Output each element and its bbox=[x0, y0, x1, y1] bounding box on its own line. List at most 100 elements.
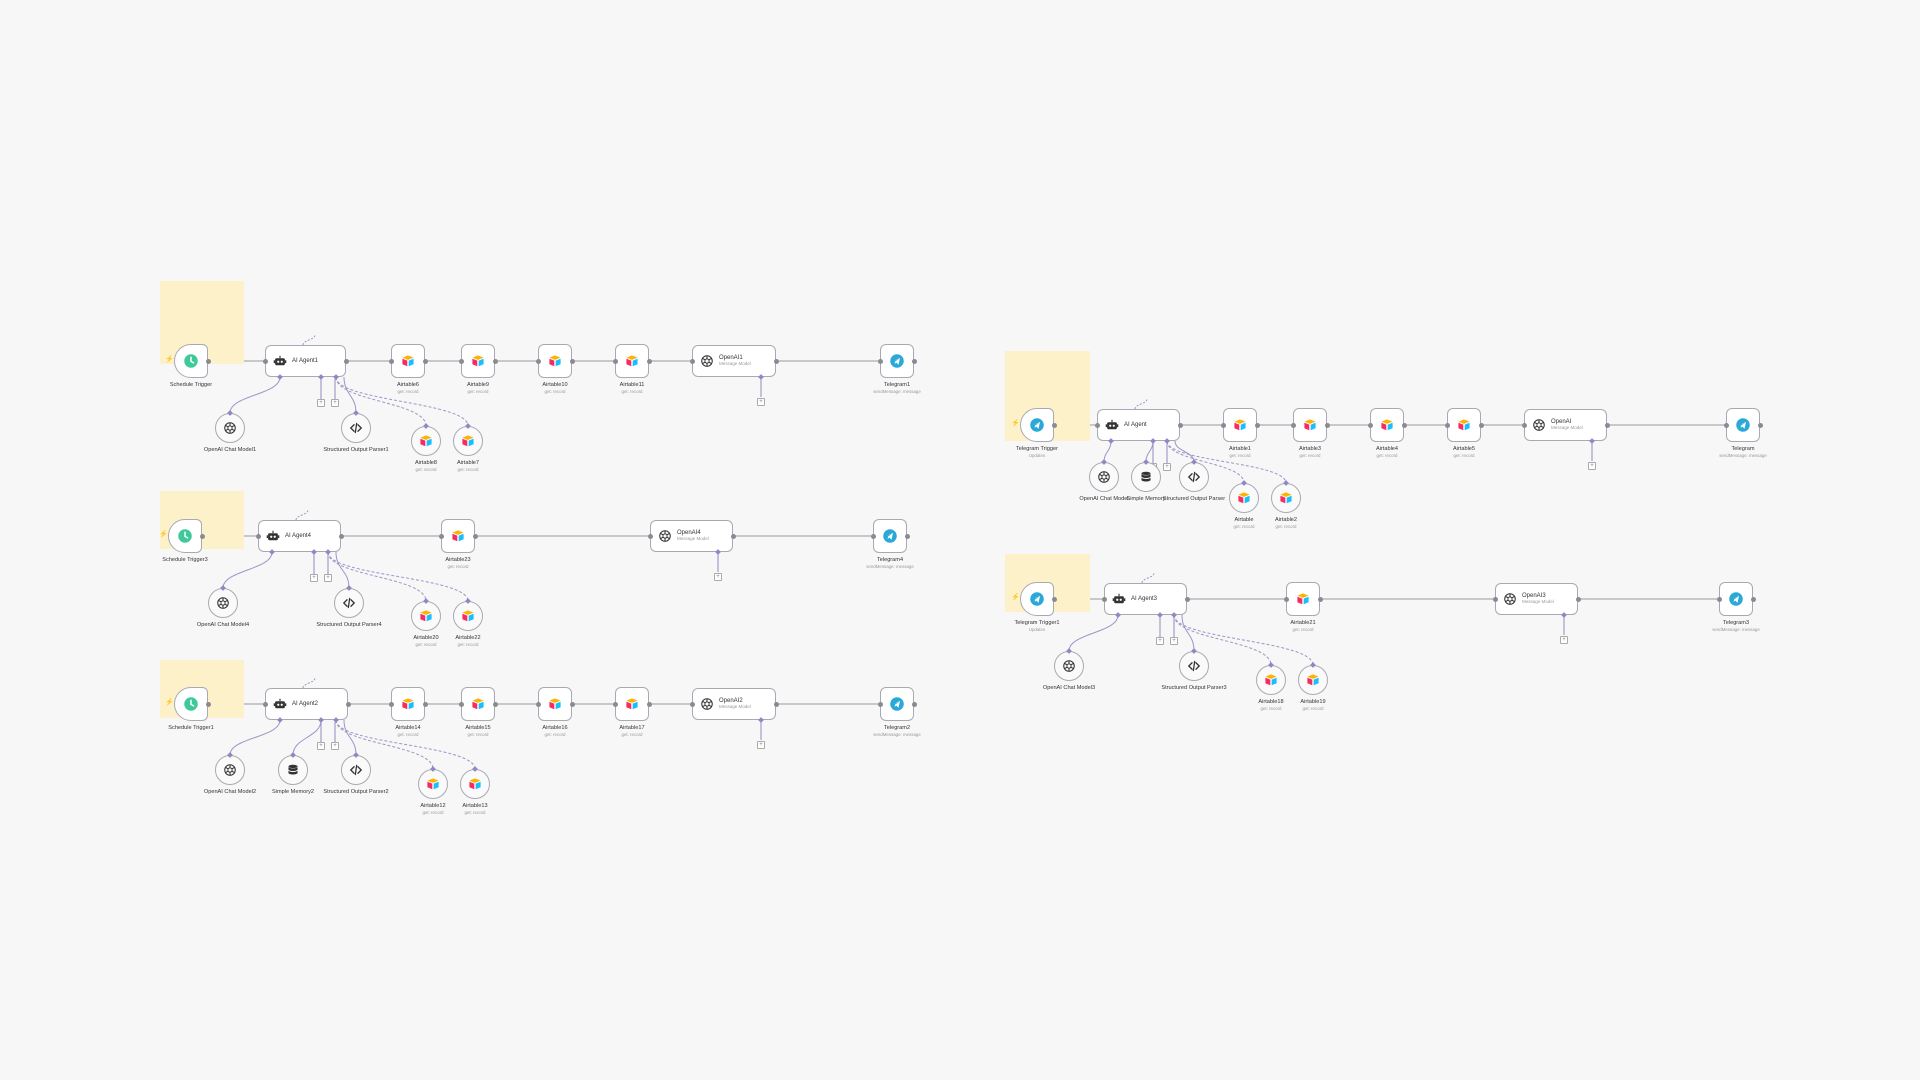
airtable-node[interactable] bbox=[538, 687, 572, 721]
connection-port[interactable] bbox=[1101, 596, 1107, 602]
connection-port[interactable] bbox=[877, 358, 883, 364]
sub-node-code[interactable] bbox=[1179, 462, 1209, 492]
trigger-node[interactable] bbox=[168, 519, 202, 553]
sub-node-airtable[interactable] bbox=[460, 769, 490, 799]
connection-port[interactable] bbox=[1324, 422, 1330, 428]
trigger-node[interactable] bbox=[1020, 582, 1054, 616]
sub-node-airtable[interactable] bbox=[1298, 665, 1328, 695]
telegram-node[interactable] bbox=[873, 519, 907, 553]
airtable-node[interactable] bbox=[391, 687, 425, 721]
connection-port[interactable] bbox=[1575, 596, 1581, 602]
airtable-node[interactable] bbox=[461, 344, 495, 378]
connection-port[interactable] bbox=[1254, 422, 1260, 428]
ai-agent-node[interactable]: AI Agent4 bbox=[258, 520, 341, 552]
airtable-node[interactable] bbox=[1370, 408, 1404, 442]
connection-port[interactable] bbox=[1521, 422, 1527, 428]
trigger-node[interactable] bbox=[174, 344, 208, 378]
connection-port[interactable] bbox=[262, 358, 268, 364]
connection-port[interactable] bbox=[388, 701, 394, 707]
connection-port[interactable] bbox=[205, 701, 211, 707]
connection-port[interactable] bbox=[646, 701, 652, 707]
sub-node-code[interactable] bbox=[1179, 651, 1209, 681]
connection-port[interactable] bbox=[1184, 596, 1190, 602]
add-model-button[interactable]: + bbox=[1560, 636, 1568, 644]
connection-port[interactable] bbox=[689, 358, 695, 364]
connection-port[interactable] bbox=[1478, 422, 1484, 428]
connection-port[interactable] bbox=[730, 533, 736, 539]
sub-node-airtable[interactable] bbox=[411, 601, 441, 631]
airtable-node[interactable] bbox=[1286, 582, 1320, 616]
connection-port[interactable] bbox=[345, 701, 351, 707]
connection-port[interactable] bbox=[569, 701, 575, 707]
sub-node-airtable[interactable] bbox=[1256, 665, 1286, 695]
airtable-node[interactable] bbox=[441, 519, 475, 553]
connection-port[interactable] bbox=[535, 358, 541, 364]
sub-node-openai[interactable] bbox=[215, 755, 245, 785]
connection-port[interactable] bbox=[911, 701, 917, 707]
connection-port[interactable] bbox=[388, 358, 394, 364]
airtable-node[interactable] bbox=[461, 687, 495, 721]
sub-node-airtable[interactable] bbox=[411, 426, 441, 456]
add-model-button[interactable]: + bbox=[714, 573, 722, 581]
connection-port[interactable] bbox=[1317, 596, 1323, 602]
sub-node-airtable[interactable] bbox=[453, 601, 483, 631]
connection-port[interactable] bbox=[343, 358, 349, 364]
connection-port[interactable] bbox=[646, 358, 652, 364]
sub-node-code[interactable] bbox=[341, 413, 371, 443]
connection-port[interactable] bbox=[458, 701, 464, 707]
connection-port[interactable] bbox=[1716, 596, 1722, 602]
connection-port[interactable] bbox=[1220, 422, 1226, 428]
connection-port[interactable] bbox=[1604, 422, 1610, 428]
connection-port[interactable] bbox=[870, 533, 876, 539]
connection-port[interactable] bbox=[612, 701, 618, 707]
airtable-node[interactable] bbox=[1293, 408, 1327, 442]
connection-port[interactable] bbox=[255, 533, 261, 539]
airtable-node[interactable] bbox=[615, 687, 649, 721]
sub-node-code[interactable] bbox=[334, 588, 364, 618]
sub-node-openai[interactable] bbox=[1089, 462, 1119, 492]
telegram-node[interactable] bbox=[880, 344, 914, 378]
connection-port[interactable] bbox=[1051, 422, 1057, 428]
airtable-node[interactable] bbox=[391, 344, 425, 378]
trigger-node[interactable] bbox=[174, 687, 208, 721]
connection-port[interactable] bbox=[438, 533, 444, 539]
connection-port[interactable] bbox=[647, 533, 653, 539]
sub-node-airtable[interactable] bbox=[1229, 483, 1259, 513]
ai-agent-node[interactable]: AI Agent3 bbox=[1104, 583, 1187, 615]
connection-port[interactable] bbox=[1290, 422, 1296, 428]
connection-port[interactable] bbox=[1051, 596, 1057, 602]
connection-port[interactable] bbox=[773, 358, 779, 364]
connection-port[interactable] bbox=[1177, 422, 1183, 428]
trigger-node[interactable] bbox=[1020, 408, 1054, 442]
sub-node-openai[interactable] bbox=[208, 588, 238, 618]
add-sub-node-button[interactable]: + bbox=[324, 574, 332, 582]
sub-node-airtable[interactable] bbox=[418, 769, 448, 799]
connection-port[interactable] bbox=[472, 533, 478, 539]
connection-port[interactable] bbox=[492, 358, 498, 364]
connection-port[interactable] bbox=[773, 701, 779, 707]
add-model-button[interactable]: + bbox=[757, 741, 765, 749]
add-sub-node-button[interactable]: + bbox=[1170, 637, 1178, 645]
connection-port[interactable] bbox=[1367, 422, 1373, 428]
sub-node-memory[interactable] bbox=[1131, 462, 1161, 492]
connection-port[interactable] bbox=[262, 701, 268, 707]
airtable-node[interactable] bbox=[538, 344, 572, 378]
ai-agent-node[interactable]: AI Agent bbox=[1097, 409, 1180, 441]
connection-port[interactable] bbox=[1094, 422, 1100, 428]
connection-port[interactable] bbox=[1401, 422, 1407, 428]
ai-agent-node[interactable]: AI Agent1 bbox=[265, 345, 346, 377]
add-sub-node-button[interactable]: + bbox=[1163, 463, 1171, 471]
add-model-button[interactable]: + bbox=[757, 398, 765, 406]
airtable-node[interactable] bbox=[615, 344, 649, 378]
sub-node-openai[interactable] bbox=[1054, 651, 1084, 681]
add-model-button[interactable]: + bbox=[1588, 462, 1596, 470]
add-sub-node-button[interactable]: + bbox=[331, 742, 339, 750]
connection-port[interactable] bbox=[422, 358, 428, 364]
connection-port[interactable] bbox=[1283, 596, 1289, 602]
connection-port[interactable] bbox=[338, 533, 344, 539]
connection-port[interactable] bbox=[199, 533, 205, 539]
connection-port[interactable] bbox=[1750, 596, 1756, 602]
